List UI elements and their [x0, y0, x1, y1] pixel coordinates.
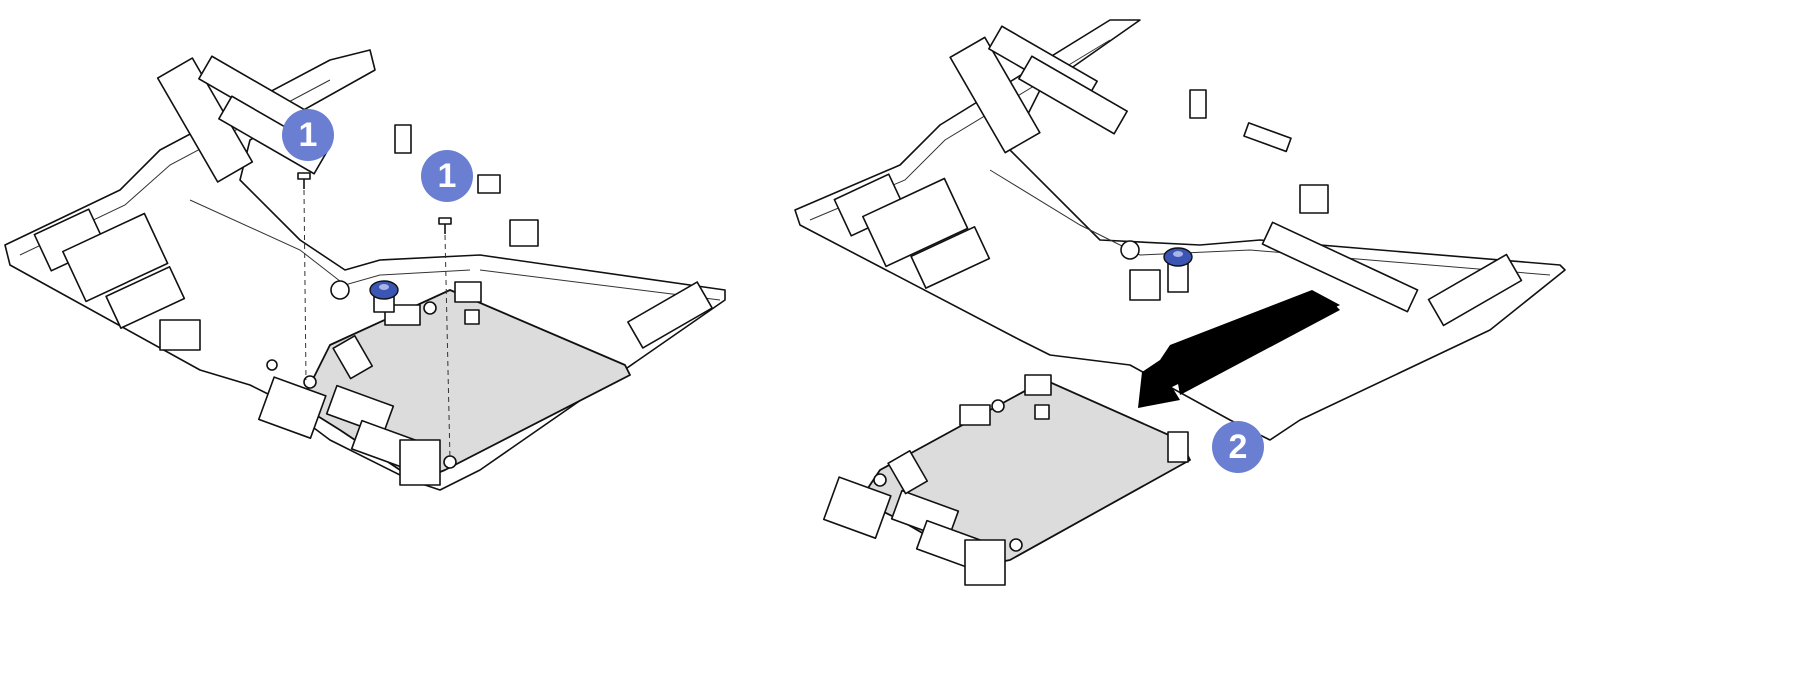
callout-label: 2	[1229, 428, 1248, 466]
callout-1-screw-left: 1	[282, 109, 334, 161]
callout-label: 1	[438, 157, 457, 195]
screw-2	[438, 217, 452, 461]
release-pin-left	[369, 280, 399, 313]
left-io-board	[257, 281, 631, 486]
removal-direction-arrow	[1138, 290, 1340, 408]
screw-1	[297, 172, 311, 381]
left-system-board-tray	[4, 49, 726, 491]
callout-1-screw-right: 1	[421, 150, 473, 202]
right-system-board-tray	[794, 19, 1566, 441]
release-pin-right	[1163, 247, 1193, 293]
right-io-board-removed	[822, 374, 1191, 586]
callout-label: 1	[299, 116, 318, 154]
callout-2-slide-board: 2	[1212, 421, 1264, 473]
